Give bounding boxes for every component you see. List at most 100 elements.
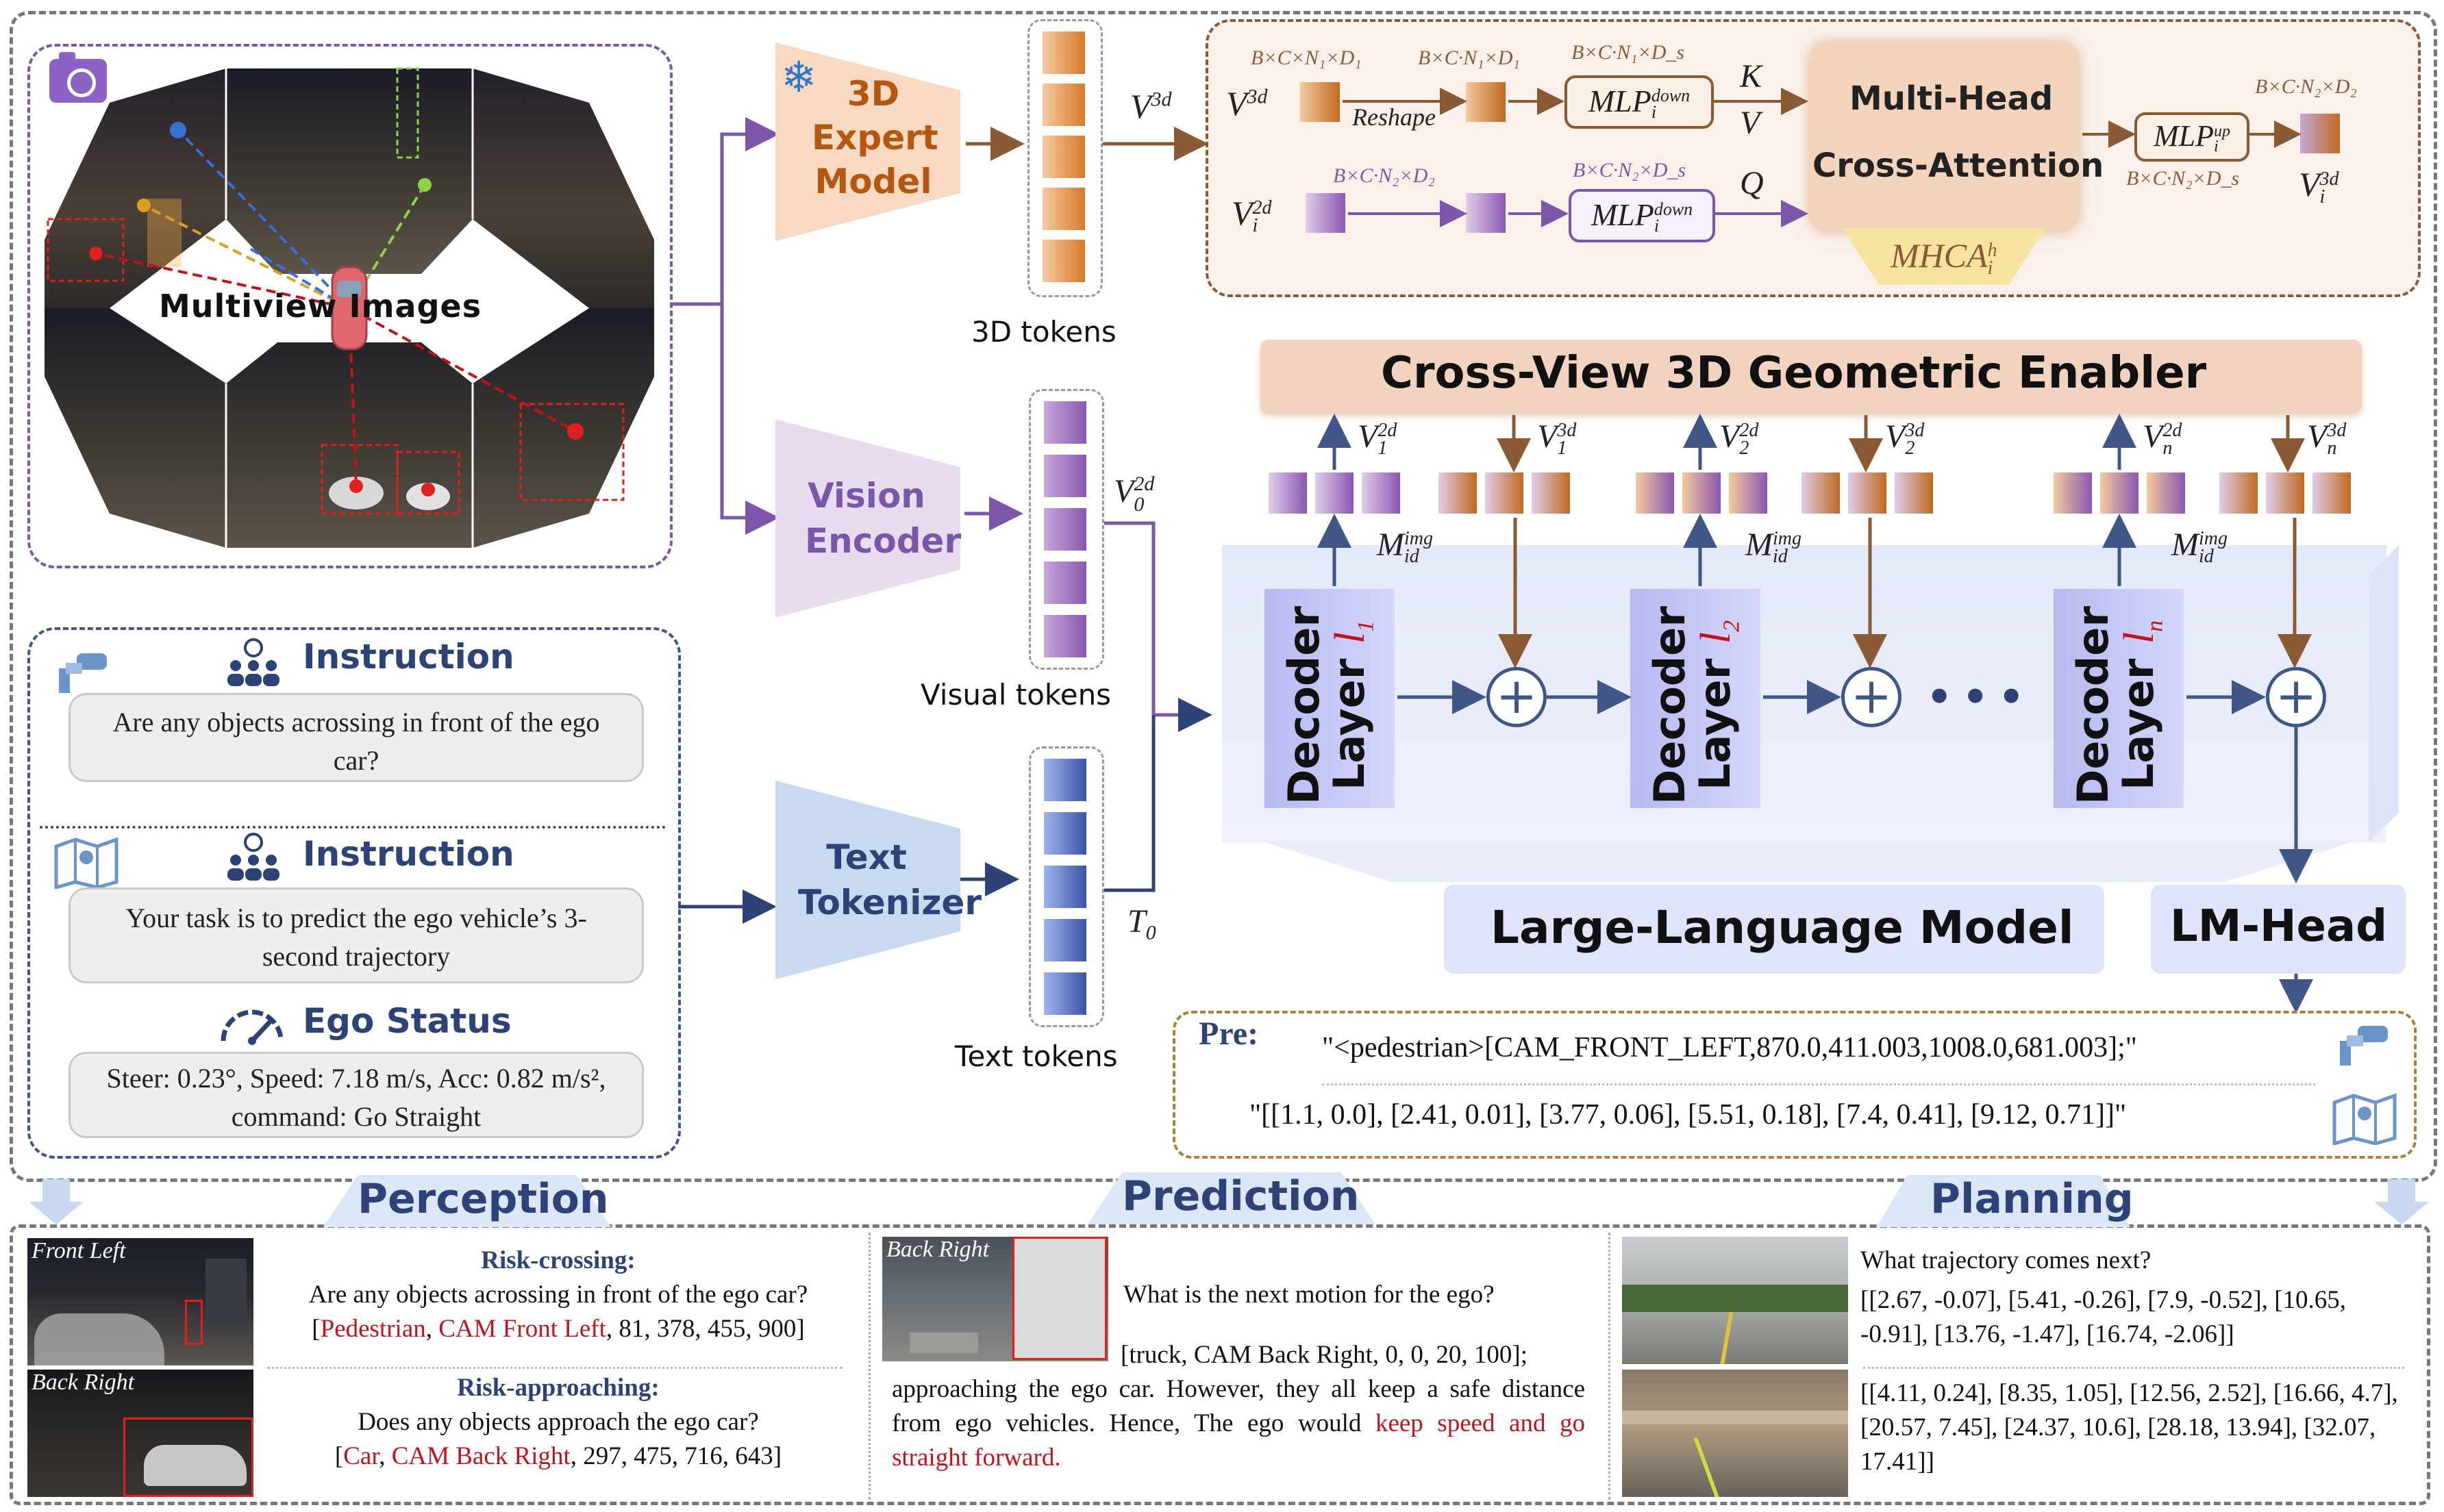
ellipsis-dots: •••	[1925, 668, 2033, 726]
llm-background	[1222, 545, 2386, 842]
planning-divider	[1863, 1367, 2404, 1369]
v2d-input-cube	[1306, 193, 1345, 233]
instruction-divider	[40, 826, 666, 829]
people-icon	[226, 831, 281, 886]
v2d-cube	[1729, 473, 1767, 514]
risk-crossing-title: Risk-crossing:	[481, 1246, 636, 1274]
k-label: K	[1740, 58, 1762, 94]
3d-token	[1043, 32, 1085, 74]
camera-icon	[49, 52, 107, 103]
prediction-question: What is the next motion for the ego?	[1123, 1281, 1495, 1309]
risk-crossing-answer: [Pedestrian, CAM Front Left, 81, 378, 45…	[312, 1315, 805, 1343]
q-label: Q	[1740, 165, 1764, 201]
back-right-photo: Back Right	[27, 1370, 253, 1497]
decoder-layer-n	[2054, 589, 2184, 808]
decoder-layer-2	[1630, 589, 1760, 808]
prediction-answer-body: approaching the ego car. However, they a…	[892, 1375, 1585, 1472]
visual-token-column	[1029, 389, 1104, 670]
v2d-cube	[2054, 473, 2092, 514]
back-right-label: Back Right	[32, 1370, 135, 1395]
planning-answer-1: [[2.67, -0.07], [5.41, -0.26], [7.9, -0.…	[1860, 1286, 2347, 1348]
dim-7: B×C·N₂×D_s	[2126, 167, 2240, 190]
text-token	[1044, 919, 1086, 961]
perception-tab	[323, 1175, 611, 1227]
add-node-n: +	[2266, 667, 2326, 727]
gauge-icon	[218, 1001, 286, 1048]
text-tokens-label: Text tokens	[955, 1040, 1118, 1073]
mhca-title-line2: Cross-Attention	[1812, 147, 2104, 185]
text-token	[1044, 759, 1086, 801]
pre-divider	[1322, 1083, 2315, 1085]
lm-head-title: LM-Head	[2170, 901, 2387, 952]
llm-title: Large-Language Model	[1491, 901, 2074, 954]
3d-token	[1043, 84, 1085, 126]
dim-4: B×C·N₂×D₂	[1333, 164, 1435, 187]
llm-title-box	[1444, 885, 2104, 974]
vision-encoder-title: Vision Encoder	[788, 446, 961, 590]
3d-tokens-label: 3D tokens	[971, 315, 1117, 349]
v2d-cube	[1636, 473, 1674, 514]
planning-title: Planning	[1930, 1175, 2134, 1223]
v3d-cube	[2219, 473, 2258, 514]
t0-label: T0	[1127, 903, 1156, 944]
mhca-block	[1808, 41, 2080, 233]
text-token	[1044, 866, 1086, 908]
v-label: V	[1740, 105, 1760, 141]
binoculars-icon	[2337, 1020, 2392, 1071]
planning-question: What trajectory comes next?	[1860, 1246, 2152, 1274]
ego-status-heading: Ego Status	[303, 1001, 512, 1041]
enabler-title: Cross-View 3D Geometric Enabler	[1381, 348, 2207, 399]
v2d-cube	[1269, 473, 1307, 514]
pre-line-1: "<pedestrian>[CAM_FRONT_LEFT,870.0,411.0…	[1322, 1032, 2137, 1063]
v3d-cube	[2266, 473, 2304, 514]
dim-1: B×C×N₁×D₁	[1251, 47, 1362, 69]
visual-token	[1044, 562, 1086, 604]
v3d-label: V3d	[1130, 87, 1172, 125]
instruction-heading-1: Instruction	[303, 637, 514, 677]
map-icon	[2332, 1093, 2397, 1148]
mhca-caption-bg	[1843, 229, 2045, 285]
v2d-cube	[2147, 473, 2185, 514]
v2d-cube	[2100, 473, 2138, 514]
v2d-cube	[1362, 473, 1400, 514]
risk-crossing-question: Are any objects acrossing in front of th…	[308, 1281, 808, 1309]
planning-answer-2: [[4.11, 0.24], [8.35, 1.05], [12.56, 2.5…	[1860, 1379, 2398, 1476]
vision-encoder-shape	[775, 419, 960, 618]
v3d-cube	[1848, 473, 1886, 514]
risk-approaching-answer: [Car, CAM Back Right, 297, 475, 716, 643…	[334, 1442, 782, 1470]
front-left-label: Front Left	[32, 1238, 126, 1263]
v3d-cube	[1895, 473, 1933, 514]
llm-background-fan	[1260, 841, 2356, 882]
dim-6: B×C·N₂×D₂	[2255, 75, 2357, 98]
perception-title: Perception	[358, 1175, 609, 1223]
perception-divider	[267, 1367, 843, 1369]
pre-label: Pre:	[1199, 1016, 1259, 1052]
3d-token	[1043, 136, 1085, 178]
reshaped-cube	[1466, 82, 1506, 122]
prediction-answer-first-line: [truck, CAM Back Right, 0, 0, 20, 100];	[1121, 1341, 1528, 1369]
reshape-label: Reshape	[1352, 103, 1436, 131]
visual-tokens-label: Visual tokens	[921, 678, 1112, 711]
add-node-2: +	[1841, 667, 1901, 727]
binoculars-icon	[56, 648, 111, 698]
mhca-arrows	[1343, 88, 2302, 227]
text-tokenizer-title: Text Tokenizer	[781, 808, 982, 952]
mhca-title-line1: Multi-Head	[1849, 79, 2054, 118]
v3d-cube	[1801, 473, 1840, 514]
multiview-label: Multiview Images	[159, 288, 482, 325]
decoder-arrows	[1317, 414, 2313, 1013]
people-icon	[226, 637, 281, 692]
3d-token	[1043, 188, 1085, 230]
